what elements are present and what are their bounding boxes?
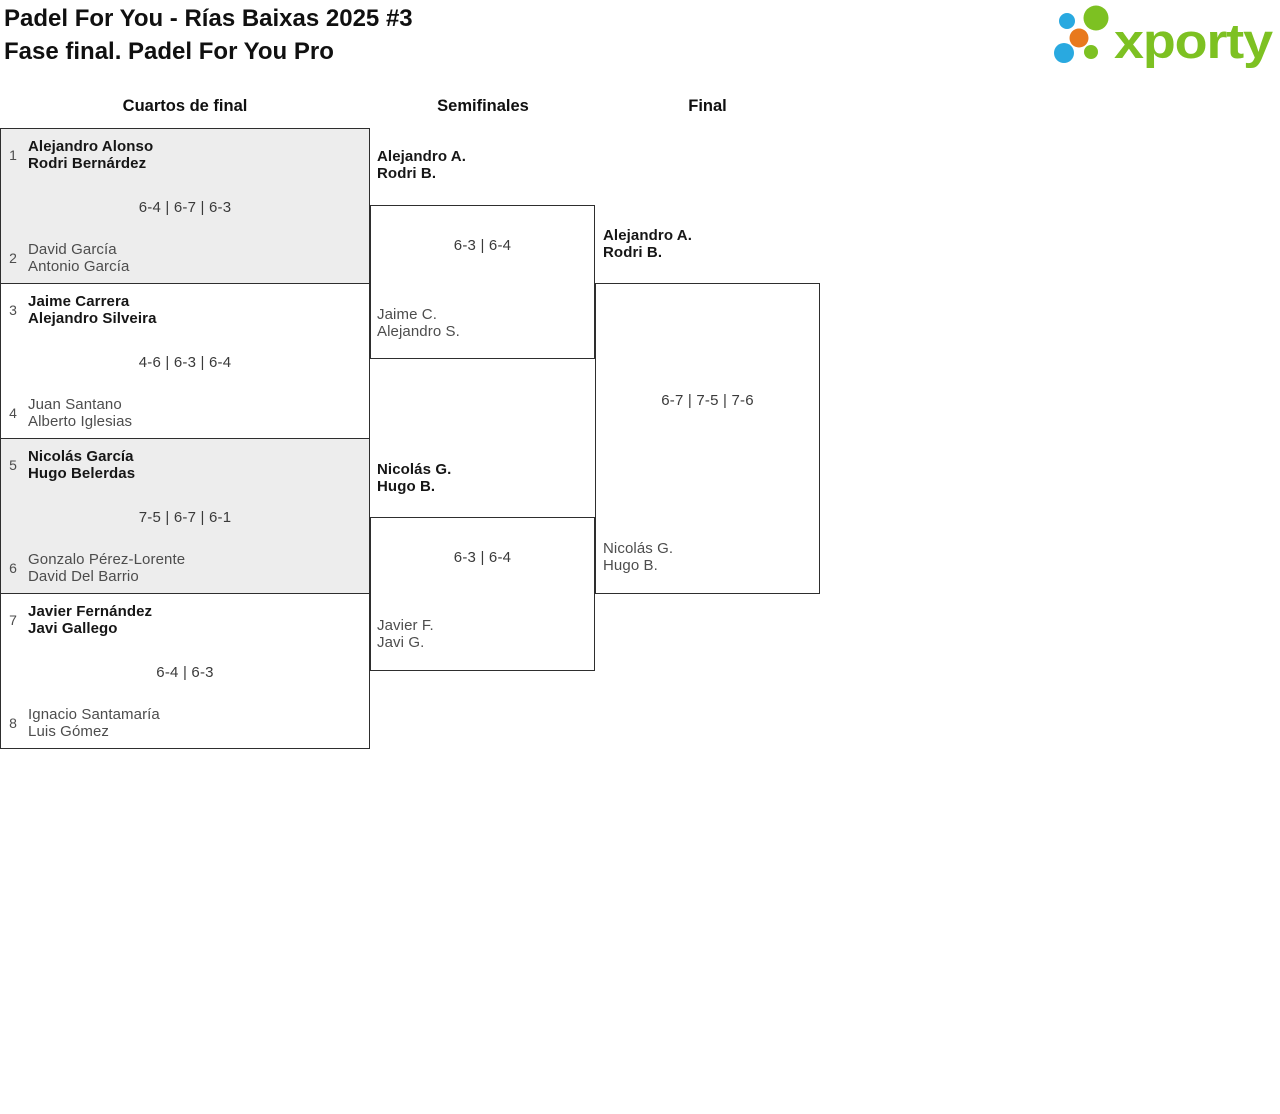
qf4-team-bottom: Ignacio Santamaría Luis Gómez [28, 706, 160, 740]
qf-match-2-box[interactable]: 3 Jaime Carrera Alejandro Silveira 4-6 |… [0, 283, 370, 439]
qf4-team-top: Javier Fernández Javi Gallego [28, 603, 152, 637]
seed-number: 3 [9, 302, 17, 318]
sf2-winner-label: Nicolás G. Hugo B. [377, 461, 451, 495]
player-name: Javier F. [377, 617, 434, 634]
sf2-loser-label: Javier F. Javi G. [377, 617, 434, 651]
logo-dot-blue-small [1059, 13, 1075, 29]
player-name: Javier Fernández [28, 603, 153, 620]
player-name: Hugo Belerdas [28, 465, 136, 482]
player-name: Alejandro A. [603, 227, 692, 244]
qf-match-4-box[interactable]: 7 Javier Fernández Javi Gallego 6-4 | 6-… [0, 593, 370, 749]
player-name: Nicolás G. [603, 540, 674, 557]
final-loser-label: Nicolás G. Hugo B. [603, 540, 673, 574]
logo-wordmark: xporty [1114, 15, 1273, 69]
sf-match-2-box[interactable] [370, 517, 595, 671]
player-name: Hugo B. [603, 557, 658, 574]
qf3-team-bottom: Gonzalo Pérez-Lorente David Del Barrio [28, 551, 185, 585]
sf-match-1-box[interactable] [370, 205, 595, 359]
seed-number: 6 [9, 560, 17, 576]
player-name: Javi G. [377, 634, 425, 651]
seed-number: 4 [9, 405, 17, 421]
player-name: Alejandro S. [377, 323, 460, 340]
seed-number: 5 [9, 457, 17, 473]
player-name: Gonzalo Pérez-Lorente [28, 551, 186, 568]
qf2-team-bottom: Juan Santano Alberto Iglesias [28, 396, 132, 430]
qf3-score: 7-5 | 6-7 | 6-1 [138, 509, 232, 526]
player-name: Alberto Iglesias [28, 413, 133, 430]
qf2-score: 4-6 | 6-3 | 6-4 [138, 354, 232, 371]
sf2-score: 6-3 | 6-4 [453, 549, 512, 566]
logo-dot-green-large [1083, 5, 1109, 31]
player-name: Jaime Carrera [28, 293, 130, 310]
sf1-loser-label: Jaime C. Alejandro S. [377, 306, 460, 340]
player-name: Jaime C. [377, 306, 437, 323]
xporty-logo[interactable]: xporty [1048, 0, 1280, 72]
player-name: Ignacio Santamaría [28, 706, 160, 723]
player-name: David García [28, 241, 117, 258]
qf1-team-bottom: David García Antonio García [28, 241, 129, 275]
player-name: Rodri B. [377, 165, 437, 182]
qf3-team-top: Nicolás García Hugo Belerdas [28, 448, 135, 482]
logo-dot-green-small [1084, 45, 1098, 59]
page-title: Padel For You - Rías Baixas 2025 #3 Fase… [4, 2, 413, 68]
final-winner-label: Alejandro A. Rodri B. [603, 227, 692, 261]
player-name: Luis Gómez [28, 723, 110, 740]
player-name: Antonio García [28, 258, 130, 275]
seed-number: 2 [9, 250, 17, 266]
sf1-score: 6-3 | 6-4 [453, 237, 512, 254]
qf2-team-top: Jaime Carrera Alejandro Silveira [28, 293, 157, 327]
player-name: Alejandro Alonso [28, 138, 154, 155]
player-name: Juan Santano [28, 396, 122, 413]
seed-number: 8 [9, 715, 17, 731]
final-match-box[interactable] [595, 283, 820, 594]
qf-match-1-box[interactable]: 1 Alejandro Alonso Rodri Bernárdez 6-4 |… [0, 128, 370, 284]
qf4-score: 6-4 | 6-3 [156, 664, 214, 681]
qf1-score: 6-4 | 6-7 | 6-3 [138, 199, 232, 216]
round-header-final: Final [688, 97, 727, 115]
player-name: David Del Barrio [28, 568, 139, 585]
round-header-quarterfinals: Cuartos de final [122, 97, 248, 115]
page-title-line2: Fase final. Padel For You Pro [4, 38, 334, 65]
seed-number: 7 [9, 612, 17, 628]
player-name: Nicolás García [28, 448, 134, 465]
round-header-semifinals: Semifinales [437, 97, 529, 115]
player-name: Rodri B. [603, 244, 663, 261]
logo-dot-blue-large [1054, 43, 1074, 63]
qf-match-3-box[interactable]: 5 Nicolás García Hugo Belerdas 7-5 | 6-7… [0, 438, 370, 594]
sf1-winner-label: Alejandro A. Rodri B. [377, 148, 466, 182]
final-score: 6-7 | 7-5 | 7-6 [661, 392, 754, 409]
player-name: Alejandro A. [377, 148, 466, 165]
player-name: Hugo B. [377, 478, 436, 495]
player-name: Nicolás G. [377, 461, 452, 478]
player-name: Alejandro Silveira [28, 310, 157, 327]
seed-number: 1 [9, 147, 17, 163]
qf1-team-top: Alejandro Alonso Rodri Bernárdez [28, 138, 153, 172]
logo-dot-orange [1069, 28, 1089, 48]
player-name: Rodri Bernárdez [28, 155, 147, 172]
player-name: Javi Gallego [28, 620, 118, 637]
page-title-line1: Padel For You - Rías Baixas 2025 #3 [4, 5, 413, 32]
